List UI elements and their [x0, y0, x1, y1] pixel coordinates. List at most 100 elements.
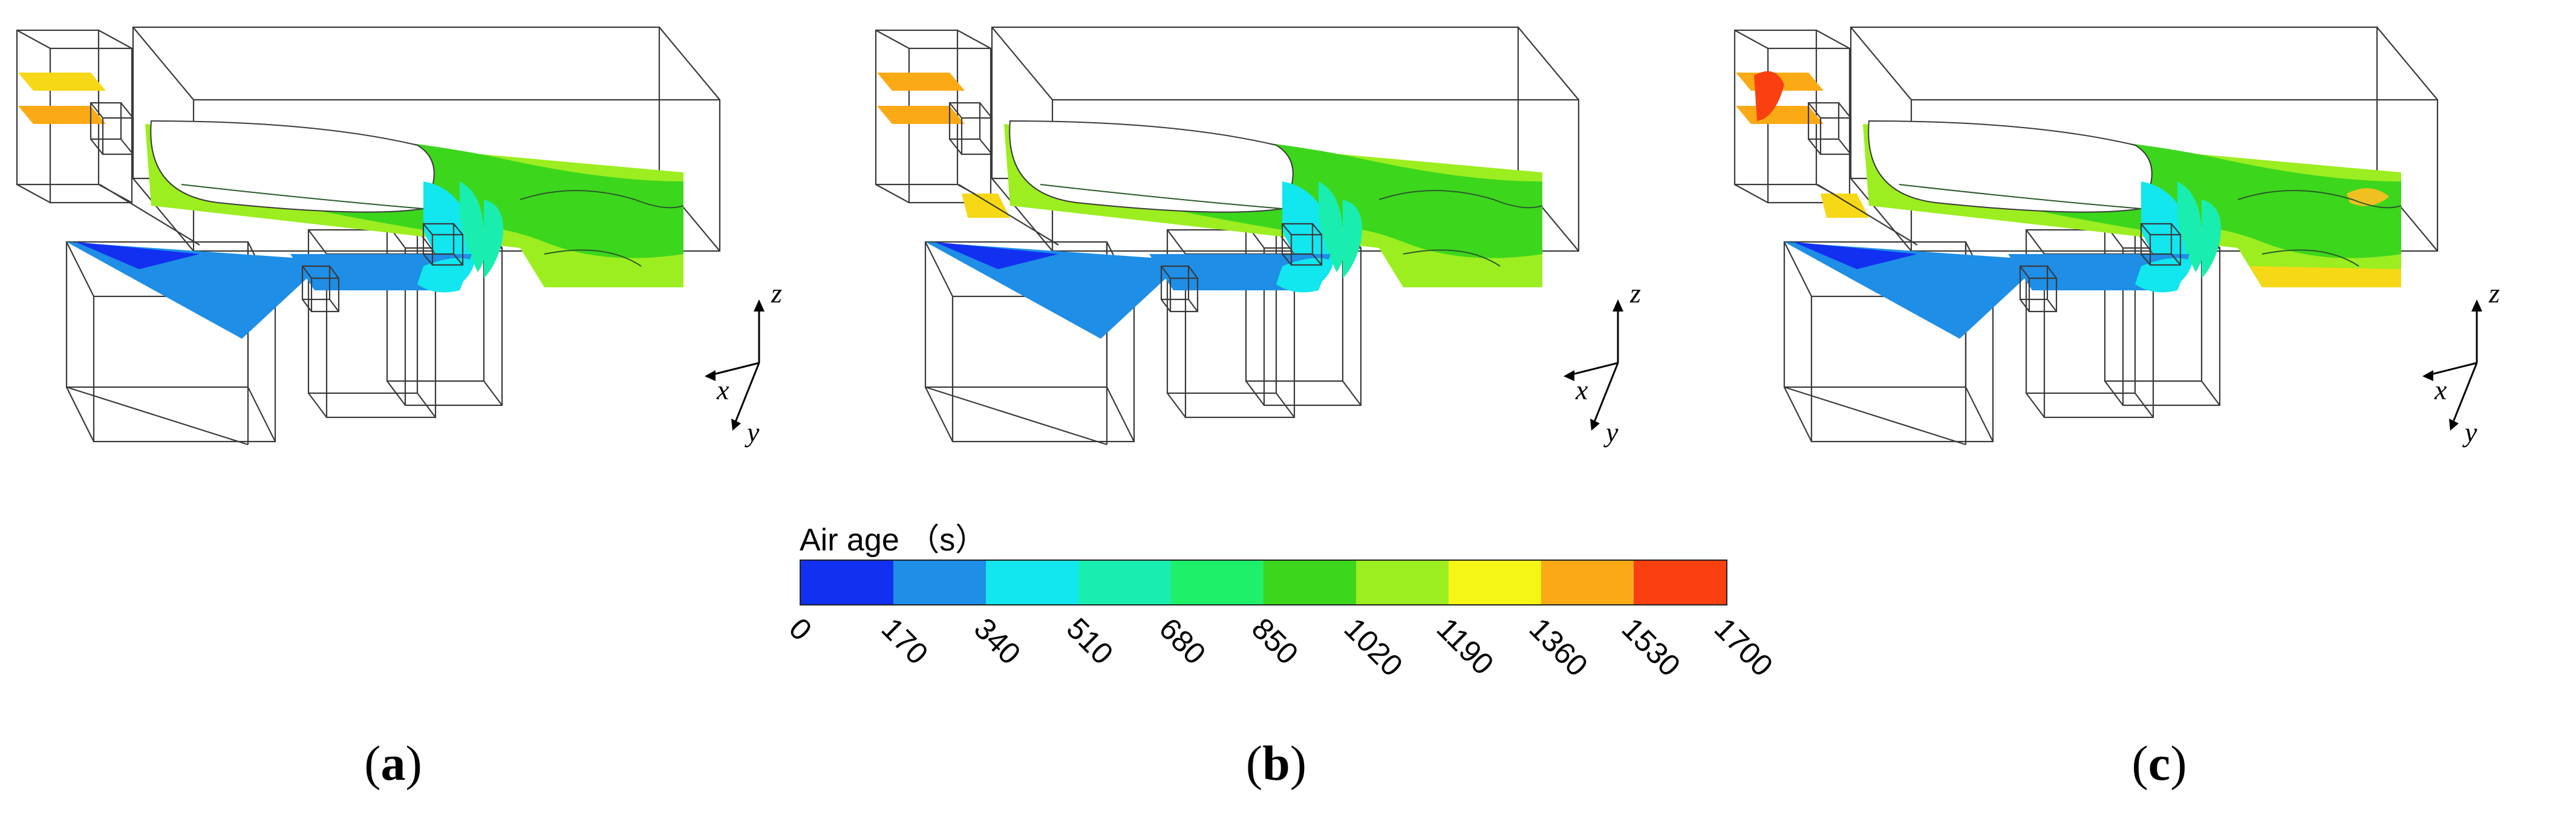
yellow-edge-band: [962, 194, 1010, 218]
colorbar-tick-680: 680: [1152, 611, 1213, 671]
duct-box: [2019, 265, 2058, 313]
inclined-plane-deep-blue: [76, 242, 200, 269]
axis-label-z: z: [1629, 278, 1641, 308]
colorbar-swatch-7: [1449, 561, 1541, 604]
inlet-slab-lower: [1736, 106, 1824, 124]
colorbar-swatch-5: [1264, 561, 1356, 604]
colorbar-swatch-9: [1634, 561, 1726, 604]
outlet-box: [2140, 223, 2182, 266]
lower-plane-cyan: [417, 258, 472, 293]
hot-spot-inlet: [1754, 71, 1784, 121]
colorbar-swatch-1: [893, 561, 986, 604]
axis-label-y: y: [2462, 417, 2477, 448]
inclined-plane-blue: [1784, 242, 2044, 339]
plume-teal-2: [1343, 200, 1362, 278]
contour-line-1: [1899, 184, 2142, 209]
colorbar-swatch-2: [986, 561, 1078, 604]
colorbar-tick-340: 340: [967, 611, 1028, 671]
inlet-slab: [877, 73, 965, 91]
axis-y-arrow: [1590, 419, 1600, 431]
caption-a: (a): [364, 736, 422, 791]
contour-line-3: [1403, 249, 1501, 267]
outlet-box: [1281, 223, 1323, 266]
plume-teal-1: [2177, 181, 2204, 272]
colorbar-tick-850: 850: [1245, 611, 1305, 671]
yellow-strip-right: [2250, 266, 2401, 287]
inlet-slab-lower: [877, 106, 965, 124]
axis-x-arrow: [2422, 370, 2433, 381]
contour-line-1: [1040, 184, 1283, 209]
inclined-plane-deep-blue: [1793, 242, 1917, 269]
colorbar: [800, 560, 1727, 605]
inlet-slab-lower: [18, 106, 106, 124]
colorbar-tick-170: 170: [875, 611, 935, 671]
lower-plane-cyan: [2135, 258, 2190, 293]
inclined-plane-deep-blue: [934, 242, 1058, 269]
model-a: z xy: [16, 26, 782, 448]
duct-box: [1160, 265, 1199, 313]
colorbar-tick-1700: 1700: [1707, 611, 1779, 683]
colorbar-swatch-4: [1171, 561, 1264, 604]
colorbar-tick-0: 0: [782, 611, 818, 647]
outlet-box: [422, 223, 464, 266]
colorbar-swatch-8: [1541, 561, 1634, 604]
model-b: z xy: [875, 26, 1641, 448]
inclined-plane-blue: [67, 242, 327, 339]
plume-teal-1: [1319, 181, 1345, 272]
axis-x-arrow: [1564, 370, 1574, 381]
legend-title: Air age （s）: [800, 523, 987, 558]
funnel-edge-1: [925, 386, 1107, 446]
contour-line-3: [544, 249, 642, 267]
caption-b: (b): [1245, 736, 1307, 791]
plume-teal-2: [2202, 200, 2221, 278]
frame-diagonal: [99, 184, 200, 246]
plume-teal-1: [460, 181, 486, 272]
axis-y-arrow: [731, 419, 741, 431]
tower-inner-box: [948, 102, 993, 155]
axis-z-arrow: [1612, 299, 1623, 312]
colorbar-swatch-6: [1356, 561, 1449, 604]
contour-line-1: [181, 184, 424, 209]
yellow-edge-band: [1821, 194, 1869, 218]
colorbar-tick-1360: 1360: [1522, 611, 1594, 683]
colorbar-swatch-3: [1078, 561, 1171, 604]
inlet-slab: [18, 73, 106, 91]
axis-z-arrow: [2471, 299, 2482, 312]
axis-label-x: x: [2434, 374, 2447, 405]
tower-inner-box: [90, 102, 134, 155]
axis-y-arrow: [2449, 419, 2459, 431]
contour-line-2: [2237, 190, 2402, 209]
axis-z-arrow: [754, 299, 765, 312]
frame-diagonal: [1817, 184, 1918, 246]
axis-triad: [2428, 305, 2478, 424]
contour-line-2: [520, 190, 684, 209]
axis-label-y: y: [1603, 417, 1619, 448]
model-c: z xy: [1733, 26, 2500, 448]
frame-diagonal: [958, 184, 1059, 246]
axis-label-z: z: [771, 278, 782, 308]
inclined-plane-blue: [925, 242, 1185, 339]
colorbar-tick-510: 510: [1060, 611, 1120, 671]
axis-label-y: y: [745, 417, 760, 448]
axis-x-arrow: [705, 370, 716, 381]
funnel-edge-1: [1784, 386, 1966, 446]
plume-teal-2: [484, 200, 503, 278]
duct-box: [301, 265, 340, 313]
caption-c: (c): [2131, 736, 2187, 791]
colorbar-tick-1190: 1190: [1430, 611, 1501, 682]
contour-line-3: [2261, 249, 2359, 267]
tower-wireframe: [875, 29, 992, 204]
axis-triad: [710, 305, 760, 424]
colorbar-swatch-0: [801, 561, 893, 604]
axis-label-z: z: [2488, 278, 2500, 308]
colorbar-tick-1530: 1530: [1615, 611, 1687, 683]
axis-label-x: x: [716, 374, 729, 405]
axis-label-x: x: [1575, 374, 1588, 405]
contour-line-2: [1378, 190, 1543, 209]
colorbar-tick-1020: 1020: [1337, 611, 1409, 683]
axis-triad: [1569, 305, 1619, 424]
tower-inner-box: [1807, 102, 1852, 155]
